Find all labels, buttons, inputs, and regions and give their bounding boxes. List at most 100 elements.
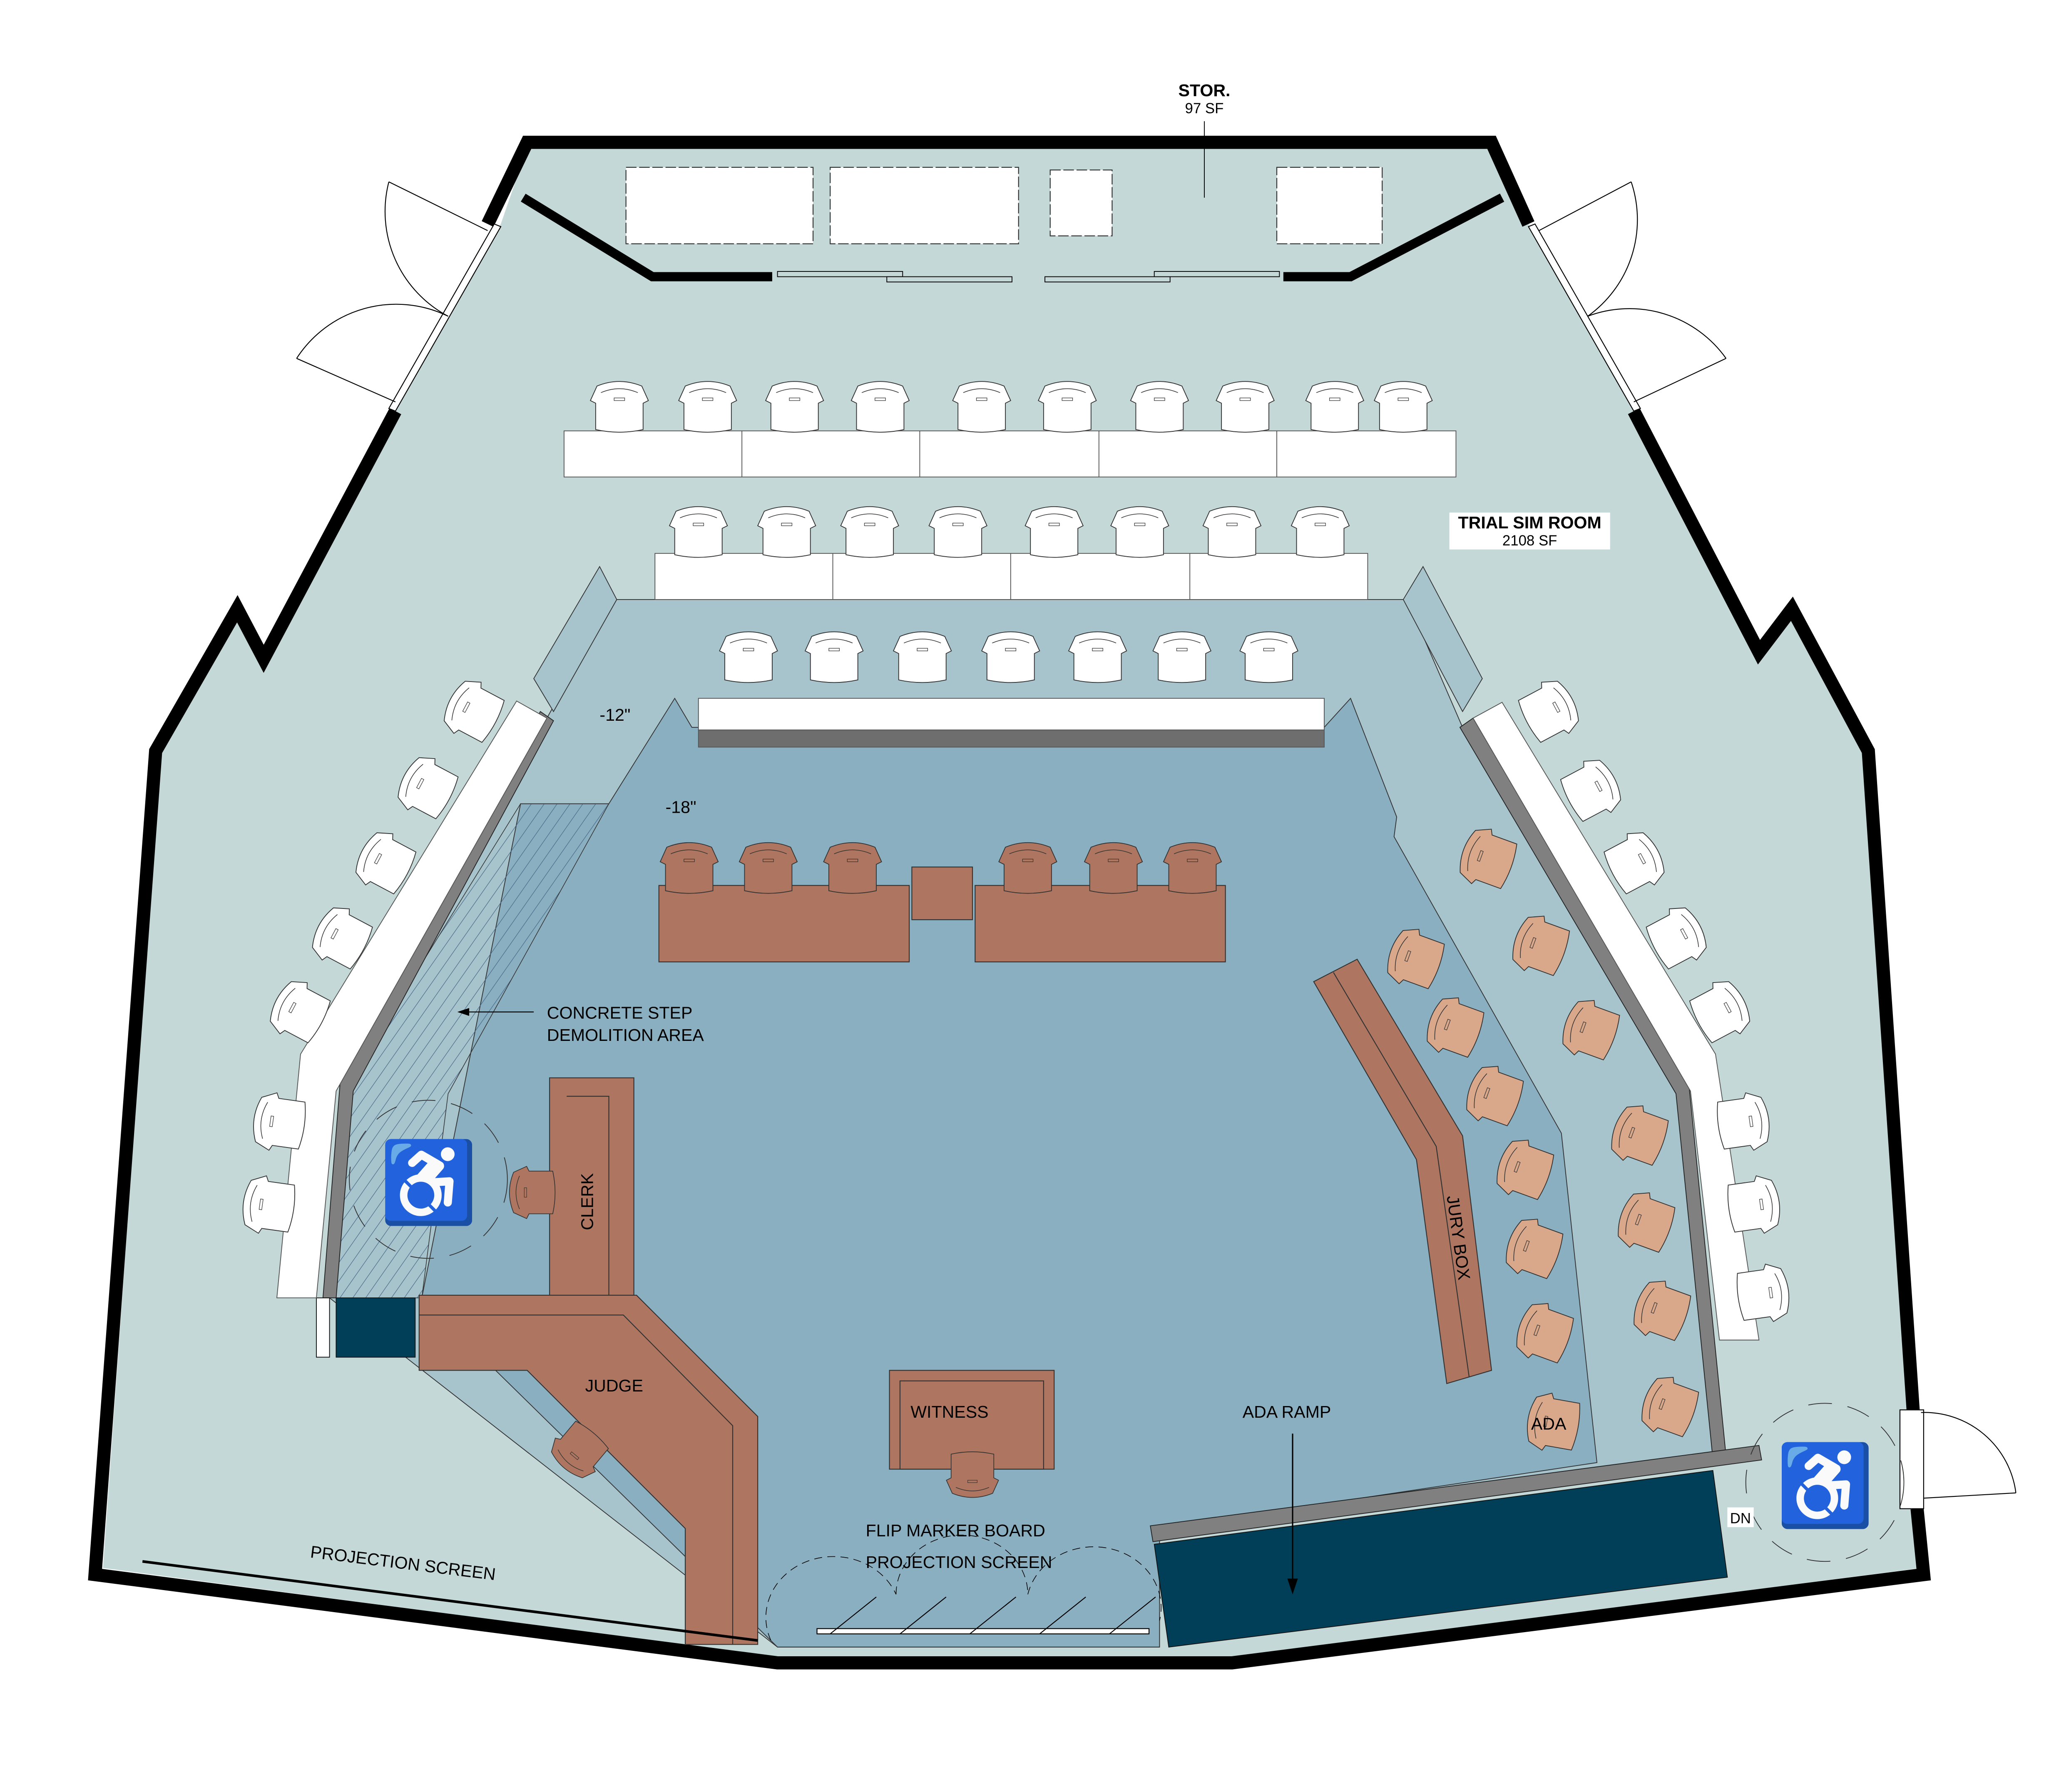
gallery-chair xyxy=(952,381,1012,433)
lower-pit-level: -18" xyxy=(666,798,696,817)
furniture-wood xyxy=(418,866,1492,1645)
counsel-table-right xyxy=(975,885,1226,963)
landing-edge xyxy=(316,1297,330,1358)
pit-side-right xyxy=(1402,565,1483,712)
jury-box-rail xyxy=(1313,958,1492,1384)
ada-ramp xyxy=(1154,1470,1728,1648)
gallery-chair xyxy=(1202,506,1262,558)
gallery-chair xyxy=(312,907,373,970)
witness-label: WITNESS xyxy=(910,1402,988,1421)
gallery-chair xyxy=(981,631,1040,683)
gallery-chair xyxy=(669,506,728,558)
wheelchair-turning-circle-left xyxy=(349,1100,508,1259)
gallery-chair xyxy=(1239,631,1298,683)
projection-screen-center[interactable] xyxy=(765,1535,1161,1641)
counsel-table-left xyxy=(658,885,910,963)
jury-chair-ada xyxy=(1527,1392,1580,1451)
gallery-chair xyxy=(1518,681,1579,743)
storage-wall-left xyxy=(521,194,772,281)
counsel-chair xyxy=(659,842,719,894)
flip-board-label: FLIP MARKER BOARD xyxy=(866,1521,1045,1540)
accessible-icon-right: ♿ xyxy=(1775,1441,1874,1530)
trial-room-name: TRIAL SIM ROOM xyxy=(1458,513,1601,532)
gallery-chair xyxy=(893,631,952,683)
judge-label: JUDGE xyxy=(585,1376,643,1395)
jury-chair xyxy=(1466,1066,1524,1127)
demolition-label-1: CONCRETE STEP xyxy=(547,1003,693,1022)
demolition-leader-arrow xyxy=(457,1008,470,1016)
jury-chair xyxy=(1516,1303,1574,1364)
jury-chair xyxy=(1611,1105,1669,1166)
gallery-chair xyxy=(443,681,505,743)
gallery-chair xyxy=(1646,907,1707,970)
trial-room-area: 2108 SF xyxy=(1502,533,1557,549)
gallery-chair xyxy=(678,381,737,433)
jury-chair xyxy=(1562,1000,1620,1060)
jury-chair xyxy=(1634,1280,1691,1341)
ada-ramp-label: ADA RAMP xyxy=(1243,1402,1331,1421)
exterior-wall-right xyxy=(1628,408,1920,1411)
gallery-chair xyxy=(928,506,988,558)
gallery-chair xyxy=(1560,760,1621,822)
projection-screen-left[interactable] xyxy=(142,1560,758,1642)
storage-sliding-doors[interactable] xyxy=(777,271,1280,283)
clerk-desk xyxy=(549,1077,634,1299)
door-left[interactable] xyxy=(296,181,502,412)
gallery-chair xyxy=(1130,381,1189,433)
exterior-wall-right-bottom xyxy=(88,408,1931,1670)
gallery-chair xyxy=(840,506,900,558)
gallery-chair xyxy=(1110,506,1169,558)
jury-chair xyxy=(1387,928,1445,989)
counsel-chair xyxy=(823,842,882,894)
gallery-chair xyxy=(1373,381,1433,433)
gallery-chair xyxy=(1037,381,1097,433)
gallery-chair xyxy=(1024,506,1084,558)
gallery-chair xyxy=(1604,832,1665,895)
demolition-label-2: DEMOLITION AREA xyxy=(547,1025,704,1045)
gallery-chair xyxy=(1689,981,1751,1043)
gallery-chair xyxy=(1291,506,1350,558)
chairs xyxy=(242,381,1790,1498)
counsel-chair xyxy=(1163,842,1222,894)
upper-pit-level: -12" xyxy=(599,705,630,724)
counsel-chair xyxy=(739,842,798,894)
gallery-chair xyxy=(1216,381,1275,433)
gallery-chair xyxy=(1152,631,1212,683)
jury-chair xyxy=(1641,1376,1699,1437)
projection-center-label: PROJECTION SCREEN xyxy=(866,1553,1052,1572)
storage-shelves xyxy=(625,167,1383,244)
gallery-chair xyxy=(719,631,778,683)
gallery-tables xyxy=(276,430,1760,1341)
ramp-rail xyxy=(1150,1445,1762,1542)
judge-bench xyxy=(418,1294,758,1645)
gallery-chair xyxy=(1717,1092,1770,1151)
door-right[interactable] xyxy=(1527,181,1727,412)
counsel-chair xyxy=(998,842,1057,894)
gallery-chair xyxy=(1736,1263,1790,1322)
gallery-chair xyxy=(253,1092,306,1151)
door-ada-exit[interactable] xyxy=(1899,1409,2017,1509)
jury-chair xyxy=(1460,829,1517,889)
witness-chair xyxy=(946,1451,999,1498)
storage-room-area: 97 SF xyxy=(1185,100,1224,117)
gallery-chair xyxy=(589,381,649,433)
gallery-chair xyxy=(1068,631,1127,683)
counsel-chair xyxy=(1084,842,1143,894)
judge-chair xyxy=(551,1421,609,1478)
storage-room-name: STOR. xyxy=(1179,81,1231,100)
pit-side-left xyxy=(533,565,617,712)
accessible-icon-left: ♿ xyxy=(379,1137,477,1227)
gallery-chair xyxy=(1305,381,1365,433)
gallery-chair xyxy=(270,981,331,1043)
clerk-chair xyxy=(509,1166,556,1219)
gallery-chair xyxy=(242,1175,296,1234)
wheelchair-turning-circle-right xyxy=(1745,1403,1905,1562)
ada-seat-label: ADA xyxy=(1531,1414,1567,1434)
clerk-label: CLERK xyxy=(578,1173,597,1230)
gallery-chair xyxy=(398,757,459,819)
lectern xyxy=(911,866,973,921)
storage-wall-right xyxy=(1283,193,1504,281)
jury-chair xyxy=(1427,997,1485,1058)
ramp-small-landing xyxy=(336,1297,416,1358)
